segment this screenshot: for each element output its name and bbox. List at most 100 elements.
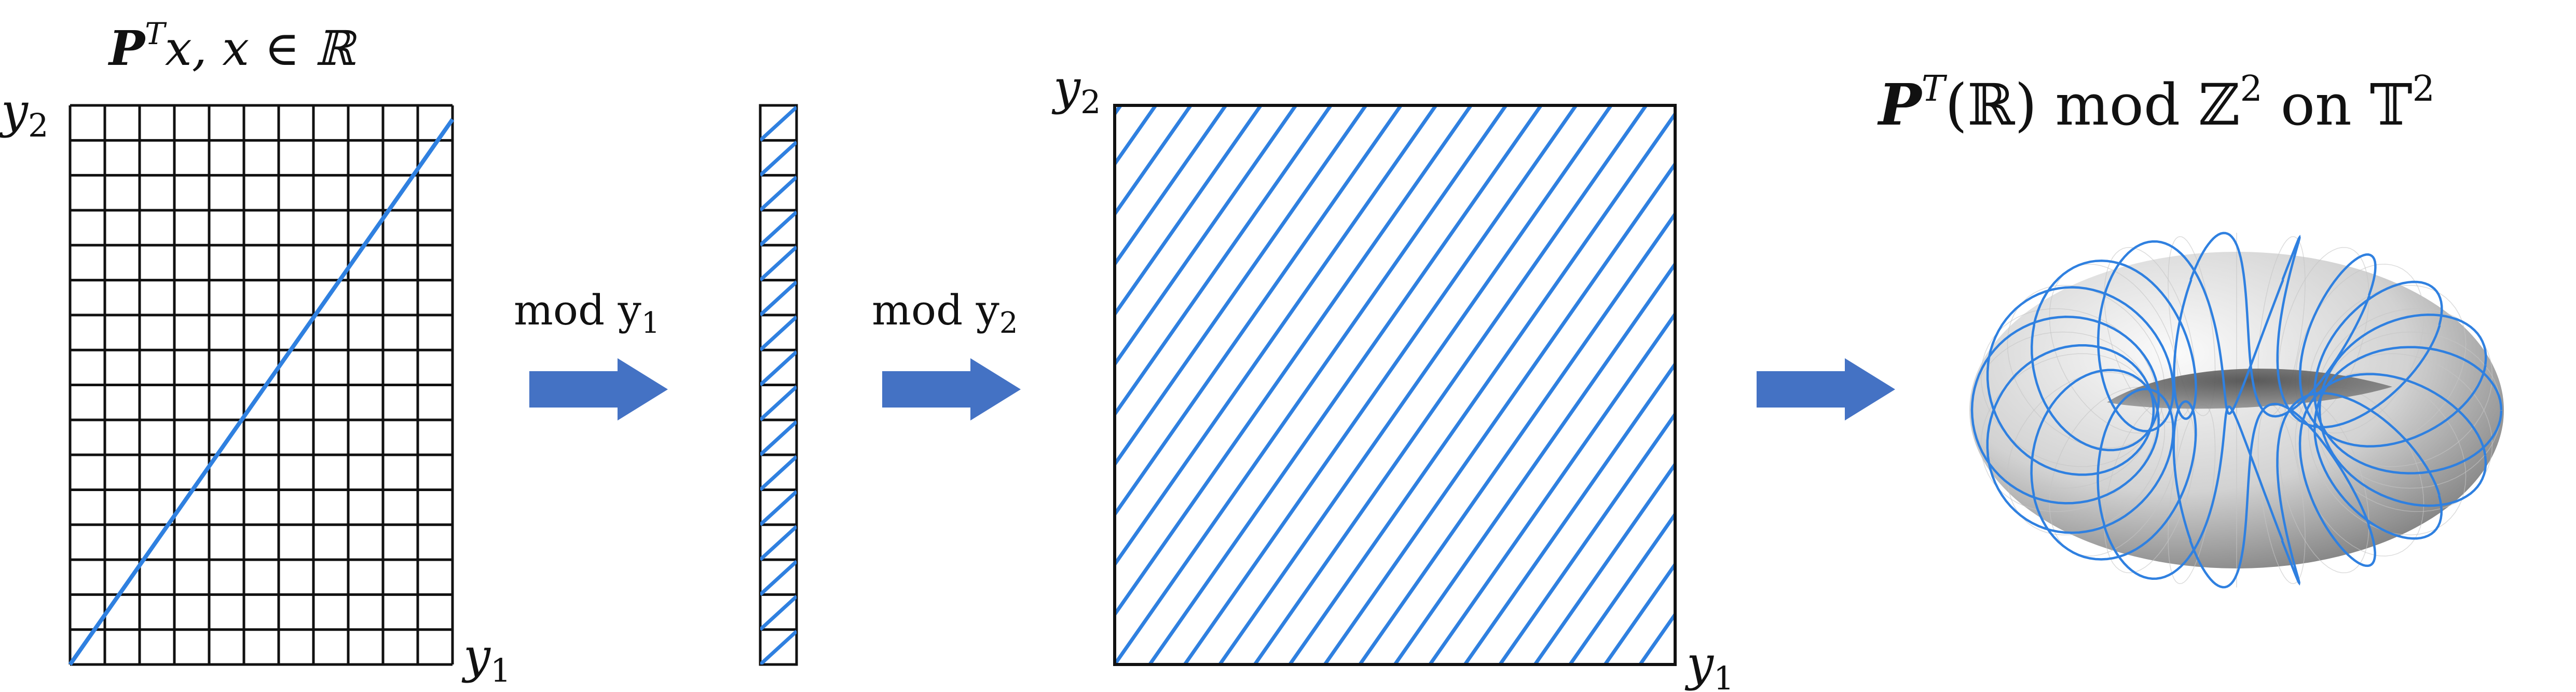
- torus-meridian: [2007, 372, 2166, 536]
- wrapped-line: [1323, 160, 1675, 664]
- wrapped-line: [1115, 105, 1263, 318]
- torus-winding-curve: [2313, 280, 2503, 474]
- arrow1-label-main: mod y: [514, 286, 641, 334]
- panel1-x-label-sub: 1: [490, 652, 511, 689]
- panel3-y-label-main: y: [1051, 60, 1081, 115]
- torus-winding-curve: [2189, 402, 2371, 589]
- wrapped-line-segment: [760, 490, 797, 526]
- torus-winding-curve: [2189, 232, 2371, 418]
- wrapped-line: [1115, 105, 1333, 418]
- torus-meridian: [2168, 404, 2216, 585]
- wrapped-line-segment: [760, 175, 797, 212]
- right-arrow-icon: [529, 358, 668, 420]
- wrapped-line: [1358, 211, 1675, 664]
- wrapped-line: [1533, 461, 1675, 664]
- torus-winding-curve: [1986, 286, 2175, 432]
- wrapped-line-segment: [760, 350, 797, 387]
- wrapped-line: [1568, 511, 1675, 664]
- wrapped-line: [1115, 105, 1473, 618]
- wrapped-line-segment: [760, 420, 797, 456]
- wrapped-line: [1115, 105, 1367, 468]
- wrapped-line: [1115, 105, 1437, 568]
- wrapped-line-segment: [760, 210, 797, 247]
- wrapped-line: [1115, 105, 1193, 218]
- panel4-title-sup3: 2: [2413, 69, 2435, 110]
- panel4-title-end: on 𝕋: [2263, 72, 2413, 138]
- panel4-title-main: P: [1877, 71, 1923, 138]
- panel1-trajectory-line: [68, 118, 455, 666]
- torus-meridian: [2308, 372, 2467, 536]
- torus-winding-curve: [2318, 314, 2487, 507]
- wrapped-line: [1253, 105, 1648, 664]
- wrapped-line: [1115, 105, 1297, 368]
- torus-winding-curve: [2032, 400, 2197, 561]
- torus-winding-curve: [2298, 373, 2487, 567]
- wrapped-line: [1498, 411, 1675, 664]
- panel3-x-label-main: y: [1684, 636, 1714, 691]
- right-arrow-icon: [882, 358, 1021, 420]
- panel4-title-sup2: 2: [2240, 69, 2263, 110]
- torus-winding-curve: [1986, 344, 2155, 476]
- wrapped-line-segment: [760, 595, 797, 631]
- panel1-x-axis-label: y1: [461, 628, 511, 689]
- panel3-frame: [1113, 104, 1677, 666]
- torus-winding-curve: [2276, 235, 2441, 429]
- panel4-title-mid: (ℝ) mod ℤ: [1945, 72, 2240, 138]
- wrapped-line: [1115, 105, 1403, 518]
- panel1-y-label-main: y: [0, 83, 29, 139]
- panel4-title: PT(ℝ) mod ℤ2 on 𝕋2: [1877, 69, 2435, 138]
- torus-winding-curve: [2298, 253, 2487, 447]
- wrapped-line: [1604, 561, 1675, 664]
- torus-meridian: [2295, 387, 2424, 557]
- wrapped-line-segment: [760, 141, 797, 177]
- wrapped-line-segment: [760, 280, 797, 317]
- torus-winding-curve: [2103, 405, 2284, 580]
- wrapped-line: [1148, 105, 1543, 664]
- panel1-title: PTx, x ∈ ℝ: [107, 16, 358, 76]
- wrapped-line: [1183, 105, 1578, 664]
- torus-winding-curve: [2276, 392, 2441, 586]
- torus-winding-curve: [2103, 240, 2284, 415]
- right-arrow-icon: [1757, 358, 1895, 420]
- wrapped-line-segment: [760, 246, 797, 282]
- arrow1-label: mod y1: [514, 286, 660, 340]
- torus-figure: [1969, 232, 2504, 589]
- panel3-square-plot: [1113, 104, 1677, 666]
- wrapped-line: [1115, 105, 1508, 664]
- wrapped-line: [1428, 310, 1675, 664]
- panel1-title-rest: x, x ∈ ℝ: [165, 21, 358, 76]
- arrow2-label: mod y2: [872, 286, 1018, 340]
- panel1-grid: [68, 104, 454, 666]
- panel3-x-label-sub: 1: [1714, 659, 1734, 692]
- torus-winding-curve: [2033, 259, 2197, 420]
- panel1-title-main: P: [107, 20, 146, 76]
- wrapped-line: [1115, 105, 1227, 267]
- panel1-x-label-main: y: [461, 628, 491, 684]
- wrapped-line-segment: [760, 630, 797, 664]
- panel2-strip-plot: [759, 104, 798, 666]
- panel1-title-sup: T: [145, 16, 167, 51]
- wrapped-line: [1393, 261, 1675, 664]
- wrapped-line: [1218, 105, 1613, 664]
- wrapped-line-segment: [760, 315, 797, 351]
- panel1-y-label-sub: 2: [28, 106, 48, 144]
- wrapped-line: [1463, 361, 1675, 664]
- torus-winding-curve: [1986, 388, 2175, 534]
- wrapped-line: [1288, 111, 1675, 664]
- panel3-y-axis-label: y2: [1051, 60, 1101, 121]
- arrow1-label-sub: 1: [641, 306, 660, 340]
- wrapped-line-segment: [760, 560, 797, 596]
- torus-winding-lines: [1970, 232, 2503, 589]
- wrapped-line-segment: [760, 385, 797, 422]
- wrapped-line-segment: [760, 455, 797, 492]
- panel4-title-sup1: T: [1922, 69, 1948, 110]
- panel3-y-label-sub: 2: [1080, 83, 1101, 121]
- panel2-strip-grid: [759, 104, 798, 666]
- panel1-y-axis-label: y2: [0, 83, 48, 144]
- wrapped-line-segment: [760, 525, 797, 561]
- arrow2-label-main: mod y: [872, 286, 999, 334]
- torus-winding-curve: [1970, 316, 2160, 452]
- torus-meridian: [2257, 404, 2306, 585]
- panel3-wrapped-lines: [1115, 105, 1675, 664]
